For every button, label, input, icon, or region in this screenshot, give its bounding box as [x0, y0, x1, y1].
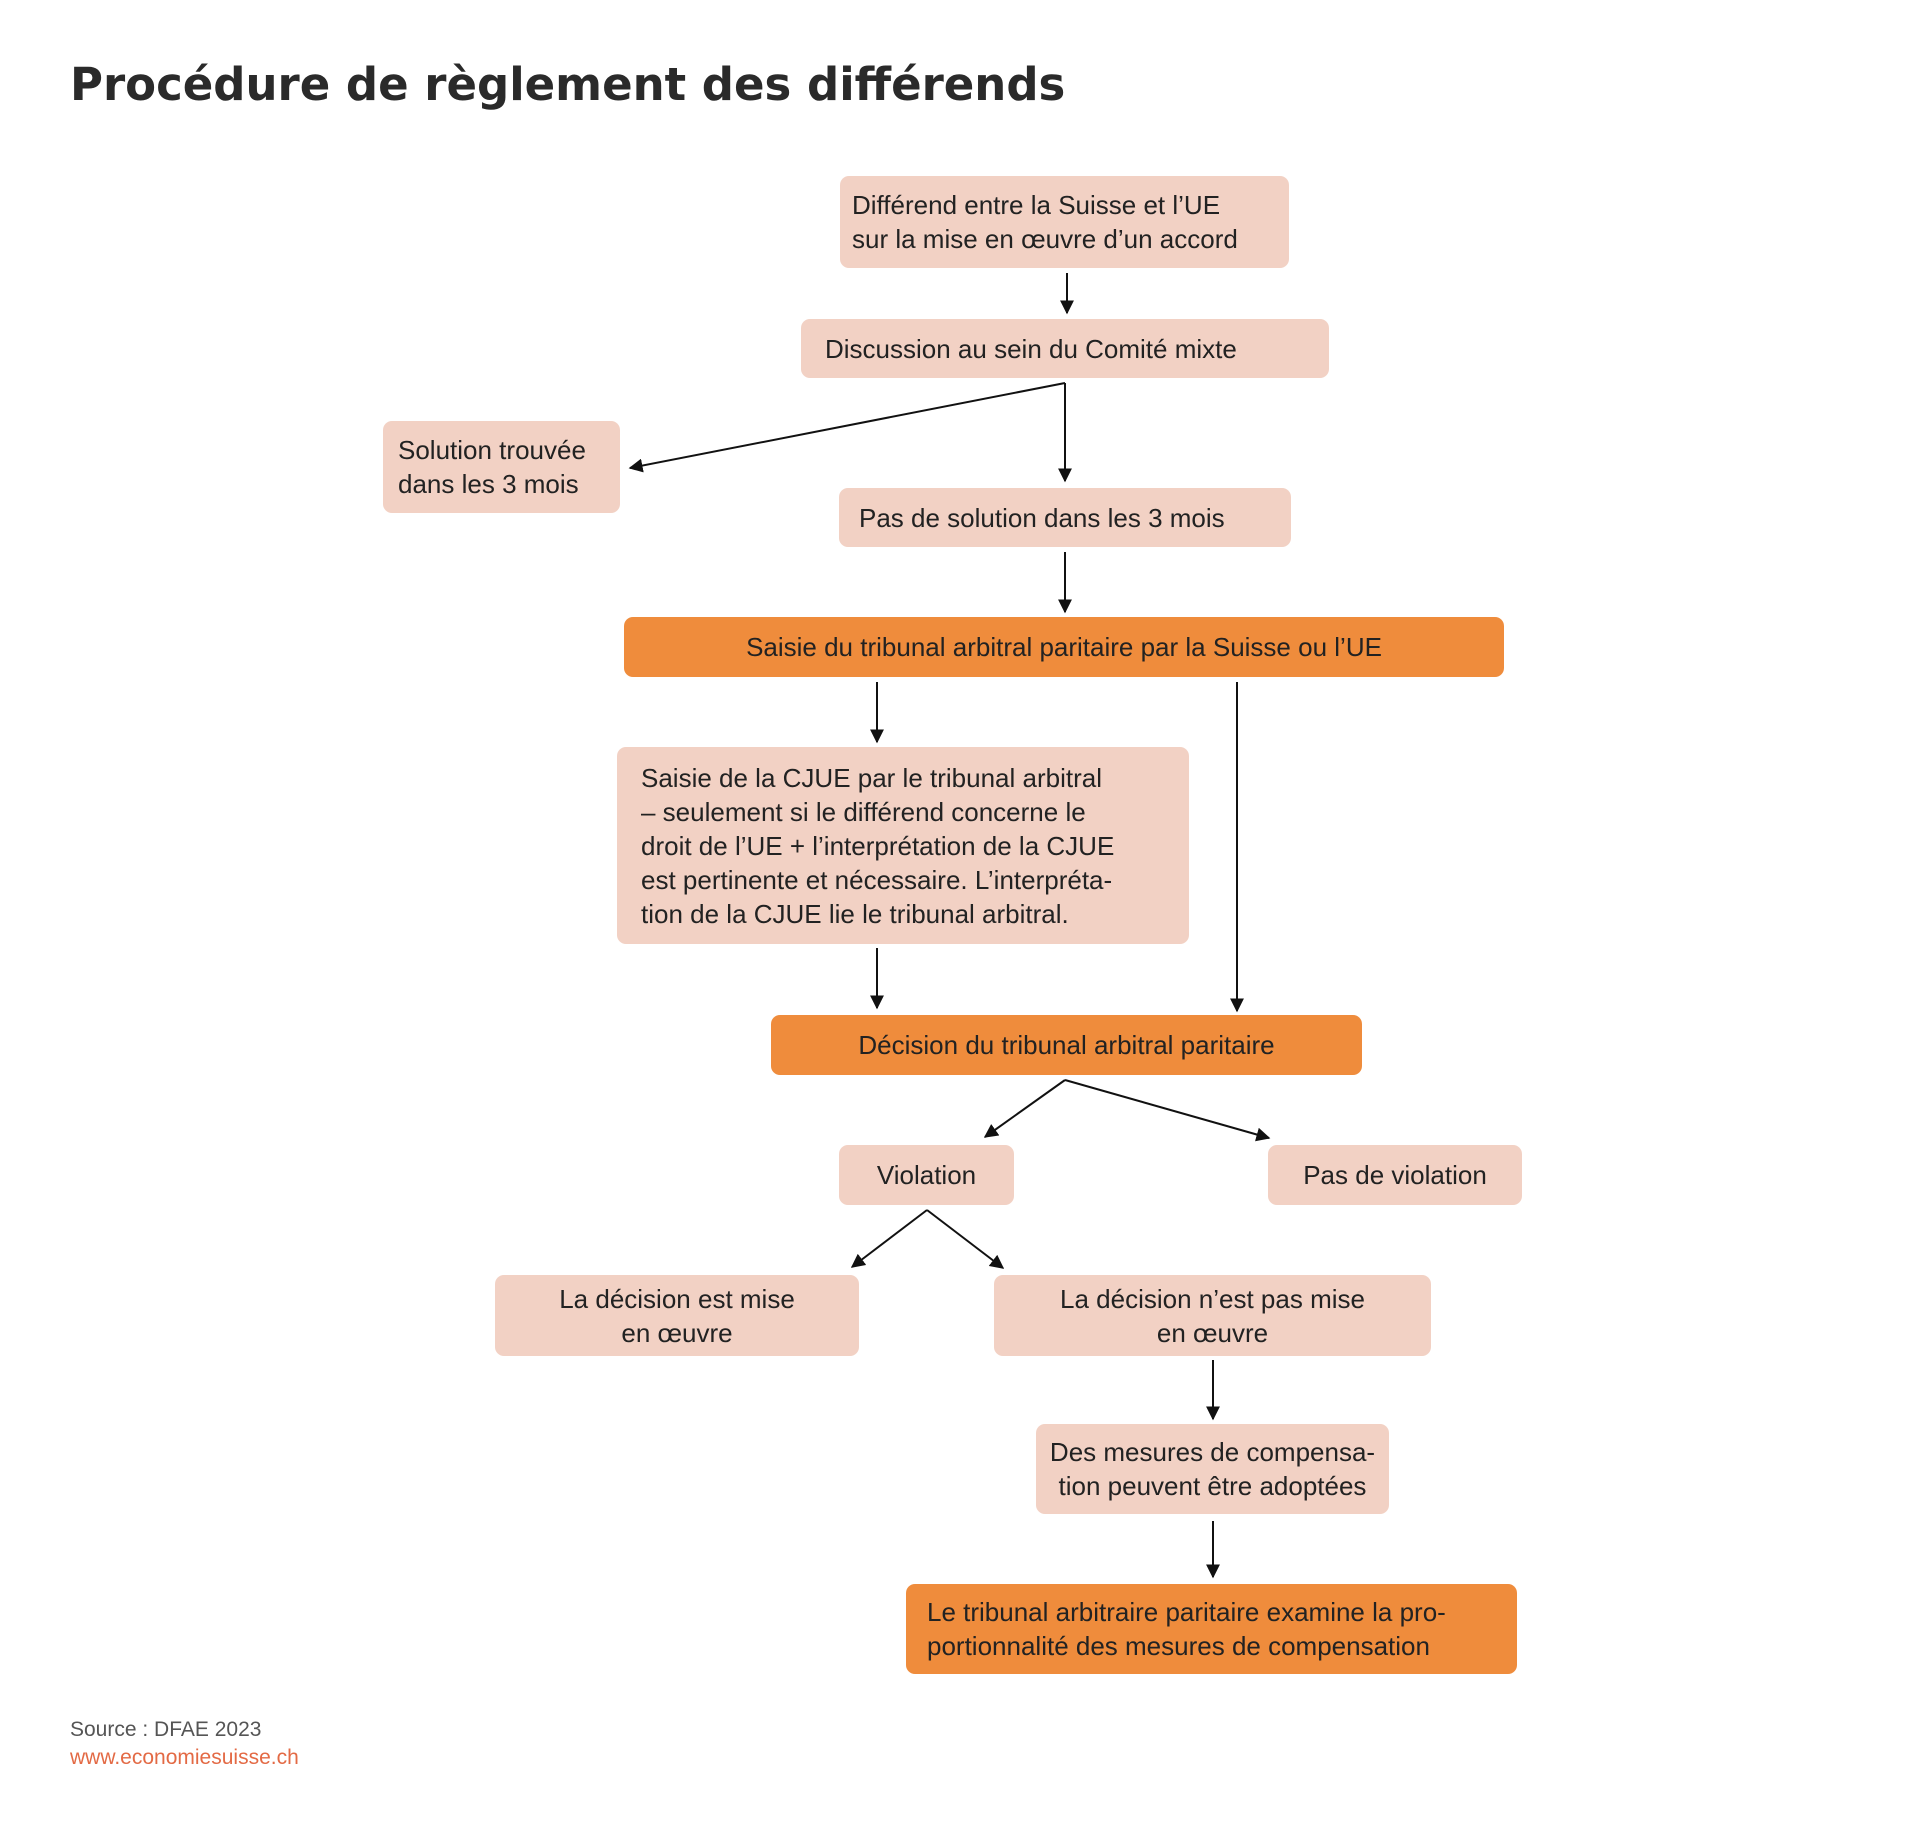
node-no-violation: Pas de violation: [1268, 1145, 1522, 1205]
node-violation-label: Violation: [876, 1160, 977, 1190]
node-violation: Violation: [839, 1145, 1014, 1205]
node-compensation-measures-label: Des mesures de compensa- tion peuvent êt…: [1049, 1437, 1376, 1501]
node-proportionality-review: Le tribunal arbitraire paritaire examine…: [906, 1584, 1517, 1674]
node-decision-not-implemented-label: La décision n’est pas mise en œuvre: [1060, 1283, 1365, 1348]
node-joint-committee: Discussion au sein du Comité mixte: [801, 319, 1329, 378]
node-dispute-label: Différend entre la Suisse et l’UE sur la…: [852, 190, 1238, 254]
arrow-decision-to-no-violation: [1064, 1079, 1271, 1142]
node-decision-implemented-label: La décision est mise en œuvre: [559, 1283, 795, 1348]
node-no-violation-label: Pas de violation: [1303, 1160, 1487, 1190]
node-decision-implemented: La décision est mise en œuvre: [495, 1275, 859, 1356]
node-tribunal-decision: Décision du tribunal arbitral paritaire: [771, 1015, 1362, 1075]
node-joint-committee-label: Discussion au sein du Comité mixte: [825, 333, 1237, 364]
node-tribunal-seized: Saisie du tribunal arbitral paritaire pa…: [624, 617, 1504, 677]
node-cjue-seized-label: Saisie de la CJUE par le tribunal arbitr…: [641, 762, 1115, 929]
website-link[interactable]: www.economiesuisse.ch: [70, 1746, 299, 1769]
node-compensation-measures: Des mesures de compensa- tion peuvent êt…: [1036, 1424, 1389, 1514]
arrow-decision-to-violation: [983, 1079, 1066, 1138]
node-no-solution: Pas de solution dans les 3 mois: [839, 488, 1291, 547]
node-solution-found: Solution trouvée dans les 3 mois: [383, 421, 620, 513]
source-note: Source : DFAE 2023: [70, 1718, 262, 1741]
page-title: Procédure de règlement des différends: [70, 58, 1066, 111]
node-proportionality-review-label: Le tribunal arbitraire paritaire examine…: [927, 1597, 1446, 1661]
node-decision-not-implemented: La décision n’est pas mise en œuvre: [994, 1275, 1431, 1356]
arrow-committee-to-solution: [628, 382, 1066, 473]
node-solution-found-label: Solution trouvée dans les 3 mois: [398, 435, 586, 499]
arrow-violation-to-not-implemented: [926, 1209, 1005, 1269]
node-no-solution-label: Pas de solution dans les 3 mois: [859, 502, 1225, 533]
node-tribunal-decision-label: Décision du tribunal arbitral paritaire: [858, 1030, 1275, 1060]
node-cjue-seized: Saisie de la CJUE par le tribunal arbitr…: [617, 747, 1189, 944]
node-dispute: Différend entre la Suisse et l’UE sur la…: [840, 176, 1289, 268]
node-tribunal-seized-label: Saisie du tribunal arbitral paritaire pa…: [746, 632, 1382, 662]
arrow-violation-to-implemented: [850, 1209, 928, 1268]
